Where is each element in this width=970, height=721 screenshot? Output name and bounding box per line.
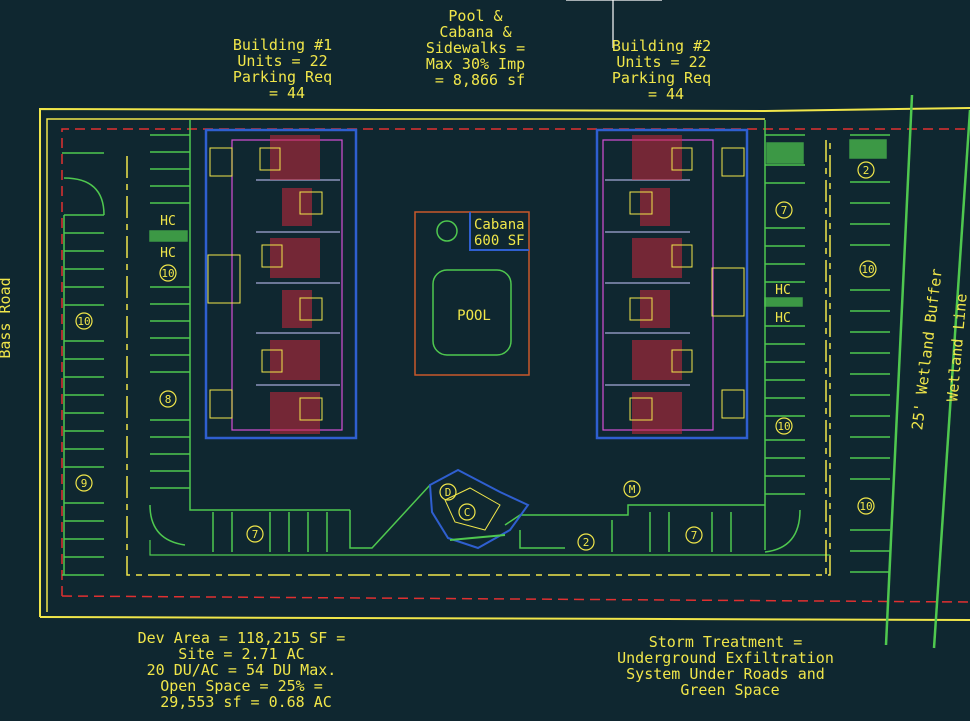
building-1-note: Building #1 Units = 22 Parking Req = 44 xyxy=(233,36,341,102)
cabana-label-line-2: 600 SF xyxy=(474,233,525,249)
stall-count-text: 8 xyxy=(165,393,172,406)
cabana-area xyxy=(414,211,530,376)
stall-count-text: 10 xyxy=(861,263,874,276)
stall-count-marker: 2 xyxy=(577,533,595,551)
parking-right-inner xyxy=(764,134,805,495)
building-2-line-3: Parking Req xyxy=(612,69,711,87)
stall-count-text: 7 xyxy=(252,528,259,541)
hc-label: HC xyxy=(160,246,176,261)
stall-count-marker: 10 xyxy=(75,312,93,330)
stall-count-marker: 7 xyxy=(775,201,793,219)
hc-label: HC xyxy=(775,311,791,326)
property-boundary xyxy=(39,107,970,621)
parking-left-outer xyxy=(63,177,105,575)
building-2-note: Building #2 Units = 22 Parking Req = 44 xyxy=(612,37,720,103)
storm-note: Storm Treatment = Underground Exfiltrati… xyxy=(617,633,843,699)
storm-line-2: Underground Exfiltration xyxy=(617,649,834,667)
stall-count-text: 2 xyxy=(583,536,590,549)
parking-left-inner xyxy=(149,134,190,546)
storm-line-4: Green Space xyxy=(680,681,779,699)
utility-text-d: D xyxy=(445,486,452,499)
utility-text-m: M xyxy=(629,483,636,496)
utility-structure xyxy=(428,468,530,550)
parking-far-right xyxy=(825,134,890,575)
wetland-lines xyxy=(884,94,970,649)
building-1-line-4: = 44 xyxy=(269,84,305,102)
drive-aisles xyxy=(62,120,831,576)
building-1 xyxy=(204,128,358,440)
setback-line xyxy=(61,128,970,603)
stall-count-text: 10 xyxy=(859,500,872,513)
building-1-line-1: Building #1 xyxy=(233,36,332,54)
hc-label: HC xyxy=(160,214,176,229)
stall-count-text: 9 xyxy=(81,477,88,490)
building-2-line-2: Units = 22 xyxy=(616,53,706,71)
utility-marker-m: M xyxy=(623,480,641,498)
utility-marker-c: C xyxy=(458,503,476,521)
utility-text-c: C xyxy=(464,506,471,519)
pool-note-line-5: = 8,866 sf xyxy=(435,71,525,89)
building-2-line-1: Building #2 xyxy=(612,37,711,55)
pool-note-line-2: Cabana & xyxy=(439,23,511,41)
stall-count-marker: 7 xyxy=(685,526,703,544)
cabana-label: Cabana 600 SF xyxy=(474,217,533,249)
stall-count-marker: 10 xyxy=(775,417,793,435)
stall-count-text: 7 xyxy=(781,204,788,217)
road-label: Bass Road xyxy=(0,277,14,358)
building-1-line-3: Parking Req xyxy=(233,68,332,86)
wetland-buffer-label: 25' Wetland Buffer xyxy=(908,268,946,432)
stall-count-marker: 8 xyxy=(159,390,177,408)
pool-note: Pool & Cabana & Sidewalks = Max 30% Imp … xyxy=(426,7,534,89)
parking-bottom xyxy=(212,484,801,553)
stall-count-marker: 7 xyxy=(246,525,264,543)
stall-count-text: 7 xyxy=(691,529,698,542)
storm-line-1: Storm Treatment = xyxy=(649,633,803,651)
pool-note-line-4: Max 30% Imp xyxy=(426,55,525,73)
dev-area-note: Dev Area = 118,215 SF = Site = 2.71 AC 2… xyxy=(138,629,355,711)
stall-count-text: 2 xyxy=(863,164,870,177)
stall-count-marker: 10 xyxy=(859,260,877,278)
utility-marker-d: D xyxy=(439,483,457,501)
building-1-line-2: Units = 22 xyxy=(237,52,327,70)
stall-count-marker: 9 xyxy=(75,474,93,492)
dev-area-line-4: Open Space = 25% = xyxy=(160,677,323,695)
pool-note-line-3: Sidewalks = xyxy=(426,39,525,57)
cabana-label-line-1: Cabana xyxy=(474,217,525,233)
dev-area-line-1: Dev Area = 118,215 SF = xyxy=(138,629,346,647)
stall-count-marker: 2 xyxy=(857,161,875,179)
north-marker xyxy=(566,0,662,48)
pool-label: POOL xyxy=(457,308,491,324)
dev-area-line-3: 20 DU/AC = 54 DU Max. xyxy=(147,661,337,679)
storm-line-3: System Under Roads and xyxy=(626,665,825,683)
wetland-line-label: Wetland Line xyxy=(943,293,970,403)
stall-count-text: 10 xyxy=(161,267,174,280)
stall-count-marker: 10 xyxy=(857,497,875,515)
stall-count-marker: 10 xyxy=(159,264,177,282)
pool-note-line-1: Pool & xyxy=(448,7,502,25)
hc-label: HC xyxy=(775,283,791,298)
dev-area-line-5: 29,553 sf = 0.68 AC xyxy=(160,693,332,711)
dev-area-line-2: Site = 2.71 AC xyxy=(178,645,304,663)
stall-count-text: 10 xyxy=(77,315,90,328)
building-2-line-4: = 44 xyxy=(648,85,684,103)
stall-count-text: 10 xyxy=(777,420,790,433)
building-2 xyxy=(595,128,749,440)
